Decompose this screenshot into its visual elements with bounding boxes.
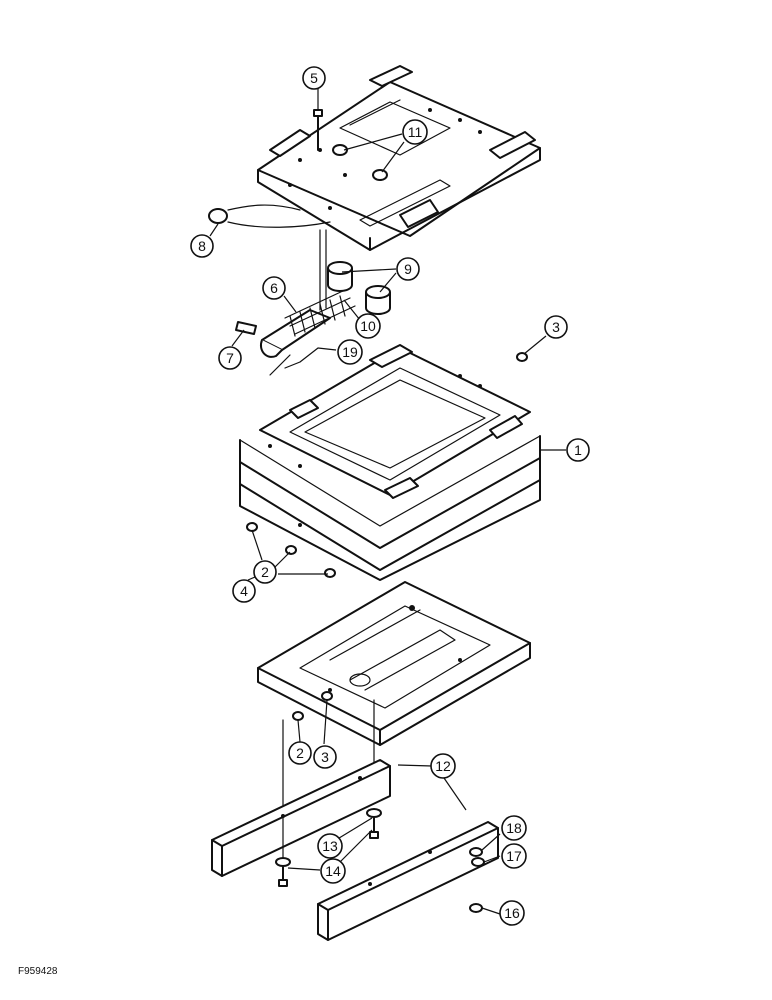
callout-12: 12	[430, 753, 456, 779]
latch-assembly	[235, 229, 356, 376]
svg-text:9: 9	[404, 261, 412, 277]
callout-6: 6	[262, 276, 286, 300]
svg-text:13: 13	[322, 838, 338, 854]
callout-13: 13	[317, 833, 343, 859]
svg-text:12: 12	[435, 758, 451, 774]
bolt-5	[313, 109, 323, 151]
washers-14	[275, 808, 382, 867]
nuts-2-upper	[246, 522, 336, 578]
nut-16	[469, 903, 483, 913]
svg-text:4: 4	[240, 583, 248, 599]
washer-18	[469, 847, 483, 857]
figure-id: F959428	[18, 966, 58, 977]
callout-10: 10	[355, 313, 381, 339]
nuts-11	[332, 144, 388, 181]
rail-12-left	[211, 759, 391, 877]
callout-14: 14	[320, 858, 346, 884]
bumpers-9	[327, 261, 391, 315]
svg-text:2: 2	[261, 564, 269, 580]
svg-text:16: 16	[504, 905, 520, 921]
callout-3-upper: 3	[544, 315, 568, 339]
callout-2-upper: 2	[253, 560, 277, 584]
svg-text:8: 8	[198, 238, 206, 254]
callout-2-lower: 2	[288, 741, 312, 765]
top-mounting-plate	[257, 65, 541, 251]
svg-text:10: 10	[360, 318, 376, 334]
svg-text:5: 5	[310, 70, 318, 86]
svg-text:17: 17	[506, 848, 522, 864]
callout-17: 17	[501, 843, 527, 869]
rail-12-right	[317, 821, 499, 941]
svg-text:1: 1	[574, 442, 582, 458]
callout-3-lower: 3	[313, 745, 337, 769]
svg-text:6: 6	[270, 280, 278, 296]
screw-3-lower	[321, 691, 333, 701]
svg-text:3: 3	[321, 749, 329, 765]
bellows-1	[239, 344, 541, 581]
callout-8: 8	[190, 234, 214, 258]
callout-16: 16	[499, 900, 525, 926]
leader-lines	[209, 88, 566, 915]
svg-text:7: 7	[226, 350, 234, 366]
callout-4: 4	[232, 579, 256, 603]
callout-18: 18	[501, 815, 527, 841]
callout-5: 5	[302, 66, 326, 90]
svg-text:2: 2	[296, 745, 304, 761]
callout-11: 11	[402, 119, 428, 145]
nut-2-lower	[292, 711, 304, 721]
callout-19: 19	[337, 339, 363, 365]
callout-7: 7	[218, 346, 242, 370]
svg-text:19: 19	[342, 344, 358, 360]
svg-text:3: 3	[552, 319, 560, 335]
svg-text:11: 11	[408, 124, 423, 140]
cap-8	[208, 204, 331, 228]
svg-text:18: 18	[506, 820, 522, 836]
bolts-13	[278, 817, 379, 887]
callout-9: 9	[396, 257, 420, 281]
callout-1: 1	[566, 438, 590, 462]
nut-17	[471, 857, 485, 867]
screw-3-upper	[516, 352, 528, 362]
svg-text:14: 14	[325, 863, 341, 879]
